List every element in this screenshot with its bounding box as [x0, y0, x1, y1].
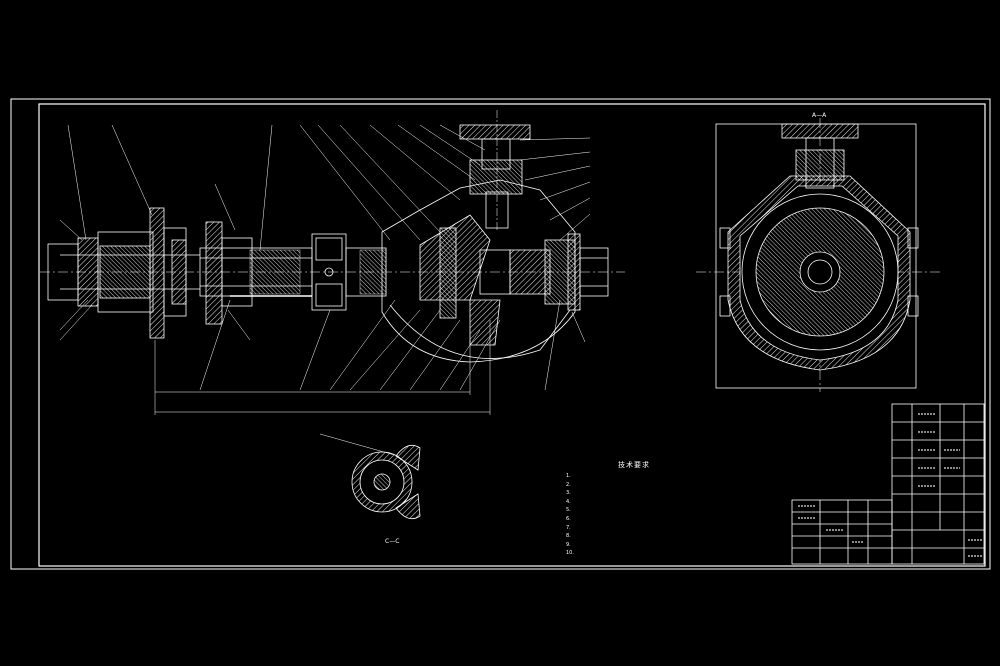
axle-assembly	[40, 110, 625, 415]
tech-requirement-item: 7.	[566, 524, 571, 531]
tech-requirements-title: 技术要求	[618, 461, 650, 469]
tech-requirement-item: 8.	[566, 533, 571, 540]
tech-requirement-item: 2.	[566, 481, 571, 488]
detail-view-label: C—C	[385, 538, 400, 545]
tech-requirement-item: 6.	[566, 515, 571, 522]
tech-requirement-item: 1.	[566, 473, 571, 479]
title-block	[791, 403, 985, 565]
tech-requirement-item: 3.	[566, 490, 571, 497]
tech-requirement-item: 5.	[566, 507, 571, 514]
top-view-label: A—A	[812, 112, 827, 119]
tech-requirement-item: 9.	[566, 541, 571, 548]
tech-requirements-list: 1. 2. 3. 4. 5. 6. 7. 8. 9. 10.	[566, 472, 796, 558]
detail-section	[319, 433, 421, 520]
drawing-frame	[10, 98, 991, 570]
tech-requirement-item: 10.	[566, 550, 574, 557]
side-view	[696, 118, 940, 392]
tech-requirement-item: 4.	[566, 498, 571, 505]
